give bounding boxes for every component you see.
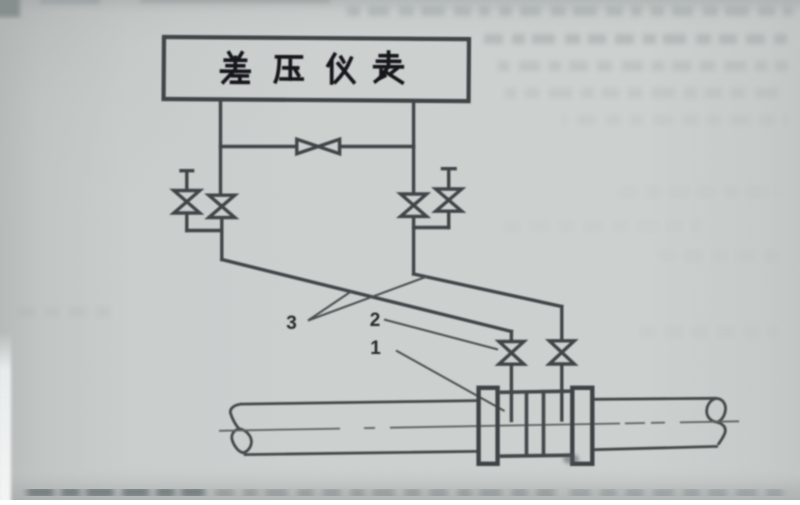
svg-text:3: 3: [286, 313, 297, 334]
svg-text:2: 2: [370, 310, 381, 331]
svg-text:1: 1: [370, 338, 381, 359]
